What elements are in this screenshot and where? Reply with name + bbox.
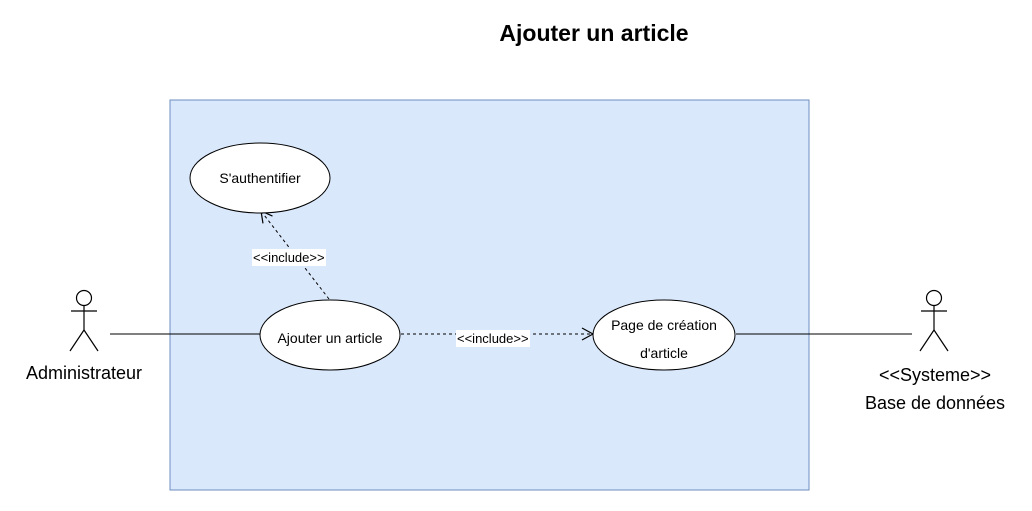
actor-base-de-donnees-icon: [919, 289, 949, 352]
actor-administrateur-icon: [69, 289, 99, 352]
actor-stereotype-base-de-donnees: <<Systeme>>: [878, 365, 992, 385]
use-case-ajouter-un-article[interactable]: [259, 299, 401, 371]
use-case-label-line-2: d'article: [640, 345, 688, 361]
use-case-label-s-authentifier: S'authentifier: [219, 170, 301, 186]
use-case-label-page-de-creation: Page de création d'article: [593, 314, 735, 364]
use-case-page-de-creation[interactable]: [592, 299, 736, 371]
use-case-label-ajouter-un-article: Ajouter un article: [277, 330, 383, 346]
include-label-page-de-creation: <<include>>: [456, 330, 530, 347]
use-case-label-line-1: Page de création: [611, 317, 717, 333]
include-label-s-authentifier: <<include>>: [252, 249, 326, 266]
actor-label-administrateur: Administrateur: [25, 363, 143, 383]
use-case-s-authentifier[interactable]: [189, 142, 331, 214]
actor-label-base-de-donnees: Base de données: [864, 393, 1006, 413]
diagram-title: Ajouter un article: [499, 20, 689, 46]
